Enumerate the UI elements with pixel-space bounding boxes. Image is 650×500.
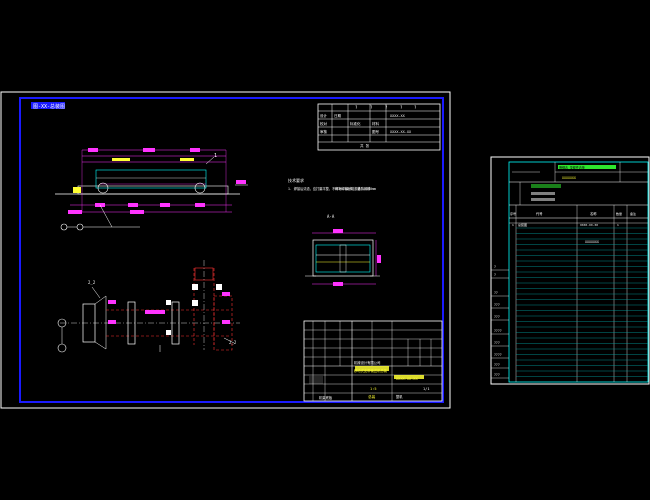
bom-side-label: ??? (494, 341, 500, 345)
bom-side-labels: ??????????????????????????? (491, 265, 509, 379)
bom-row1-name: 总装图 (518, 222, 527, 227)
sheet-tag-box (31, 102, 65, 109)
revision-table: ? ? ? ? ? 设计 校对 审核 日期 标准化 材料 图号 XXXX-XX … (317, 103, 441, 151)
rev-code-1: XXXX-XX (390, 114, 406, 118)
detail-label-2-2a: 2_2 (88, 280, 96, 285)
bom-side-label: ?? (494, 291, 498, 295)
tech-req-line-1: 1. 焊接后清渣，应打磨平整，不得有焊接缺陷，涂防锈漆 (288, 186, 371, 191)
main-sheet-frame (0, 91, 451, 409)
rev-header-1: ? (355, 105, 358, 110)
bom-sheet: 明细表 零部件清单 XXXXXXX 序号 代号 名称 数量 备注 1 XXXX-… (490, 156, 650, 385)
elevation-view: 1 (55, 148, 248, 231)
bom-highlight: XXXXXXX (585, 240, 599, 244)
section-view-label: A-A (327, 214, 335, 219)
main-sheet-border (19, 97, 444, 403)
rev-header-5: ? (414, 105, 417, 110)
title-block: 机械设计有限公司 移动式皮带输送机总装 XXXX-XX-XX 1:5 1/1 总… (303, 320, 443, 402)
rev-cell: 审核 (320, 129, 328, 134)
rev-header-2: ? (370, 105, 373, 110)
bom-row1-qty: 1 (617, 223, 619, 227)
section-view: A-A (305, 214, 381, 286)
rev-cell: 标准化 (350, 121, 361, 126)
rev-cell: 校对 (320, 121, 328, 126)
tech-req-title: 技术要求 (288, 177, 304, 183)
rev-cell: 图号 (372, 129, 380, 134)
title-center-tag: 机架底板 (319, 395, 333, 400)
bom-grid (516, 227, 648, 377)
tech-req-line-2: RC70-40/1 规格 L=400mm (335, 186, 376, 191)
bom-side-label: ??? (494, 315, 500, 319)
bom-header-sub: XXXXXXX (562, 176, 576, 180)
title-company: 机械设计有限公司 (354, 360, 380, 365)
bom-row1-no: 1 (512, 223, 514, 227)
rev-header-4: ? (400, 105, 403, 110)
title-scale: 1:5 (370, 387, 377, 391)
bom-side-label: ??? (494, 373, 500, 377)
bom-side-label: ???? (494, 353, 502, 357)
title-footer-tag: 总装 (368, 394, 376, 399)
rev-header-3: ? (385, 105, 388, 110)
title-sheet: 1/1 (423, 387, 430, 391)
bom-header-title: 明细表 零部件清单 (559, 165, 585, 170)
plan-view: 2_2 2_2 (57, 260, 240, 353)
bom-sheet-frame (490, 156, 650, 385)
rev-cell: 材料 (372, 121, 380, 126)
bom-side-label: ???? (494, 329, 502, 333)
bom-col-name: 名称 (590, 211, 597, 216)
technical-requirements: 技术要求 1. 焊接后清渣，应打磨平整，不得有焊接缺陷，涂防锈漆 RC70-40… (288, 177, 376, 191)
bom-col-code: 代号 (536, 211, 543, 216)
rev-cell: 日期 (334, 113, 342, 118)
rev-cell: 设计 (320, 113, 328, 118)
main-sheet: 图-XX-总装图 ? ? ? ? ? 设计 校对 审核 日期 标准化 材料 图号 (0, 91, 451, 409)
bom-side-label: ? (494, 265, 496, 269)
rev-cell: 共 张 (360, 143, 370, 148)
bom-side-label: ??? (494, 363, 500, 367)
rev-code-2: XXXX-XX-XX (390, 130, 412, 134)
detail-label-2-2b: 2_2 (229, 340, 237, 345)
bom-col-no: 序号 (510, 211, 516, 216)
callout-1: 1 (214, 153, 217, 159)
bom-col-qty: 数量 (616, 211, 622, 216)
bom-side-label: ? (494, 273, 496, 277)
title-footer-tag2: 整机 (396, 394, 403, 399)
bom-side-label: ??? (494, 303, 500, 307)
sheet-tag-label: 图-XX-总装图 (33, 103, 65, 110)
bom-col-remark: 备注 (630, 211, 636, 216)
bom-row1-code: XXXX-XX-XX (580, 223, 598, 227)
